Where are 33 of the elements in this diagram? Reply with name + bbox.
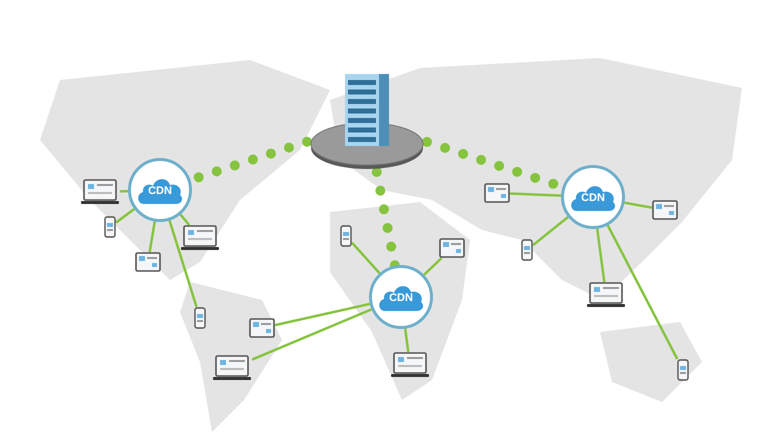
phone-icon — [677, 359, 689, 381]
connection-line — [532, 216, 569, 246]
node-label: CDN — [389, 292, 413, 304]
phone-icon — [340, 225, 352, 247]
connection-line — [351, 242, 380, 274]
tablet-icon — [439, 238, 465, 258]
tablet-icon — [249, 318, 275, 338]
laptop-icon — [390, 352, 430, 378]
connection-line — [115, 208, 136, 224]
connection-line — [606, 224, 678, 360]
connection-line — [120, 190, 128, 193]
tablet-icon — [135, 252, 161, 272]
node-label: CDN — [581, 192, 605, 204]
node-label: CDN — [148, 185, 172, 197]
tablet-icon — [484, 183, 510, 203]
connection-line — [596, 228, 606, 282]
phone-icon — [194, 307, 206, 329]
laptop-icon — [586, 282, 626, 308]
laptop-icon — [80, 179, 120, 205]
laptop-icon — [180, 225, 220, 251]
connection-line — [274, 302, 370, 326]
connection-line — [252, 308, 372, 361]
connection-line — [423, 257, 442, 276]
connection-line — [624, 201, 652, 209]
phone-icon — [521, 239, 533, 261]
connection-line — [404, 328, 410, 352]
connection-line — [148, 221, 156, 252]
connection-line — [510, 192, 562, 197]
phone-icon — [104, 216, 116, 238]
laptop-icon — [212, 355, 252, 381]
connection-line — [168, 220, 198, 308]
tablet-icon — [652, 200, 678, 220]
connection-line — [180, 214, 190, 226]
